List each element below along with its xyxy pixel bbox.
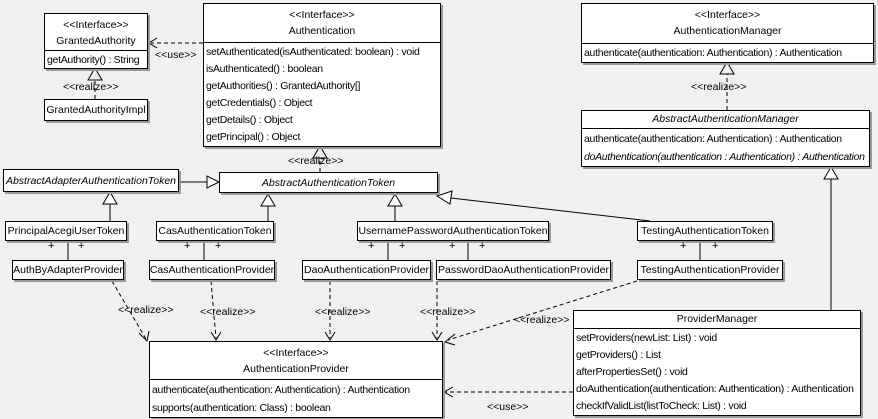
class-name: AuthenticationManager: [673, 25, 782, 37]
method: setAuthenticated(isAuthenticated: boolea…: [206, 46, 420, 58]
class-provider-manager: ProviderManager setProviders(newList: Li…: [573, 310, 861, 416]
realize-label: <<realize>>: [691, 81, 747, 93]
method: afterPropertiesSet() : void: [576, 366, 688, 378]
class-testing-authentication-token: TestingAuthenticationToken: [637, 221, 773, 241]
realize-label: <<realize>>: [118, 304, 174, 316]
multiplicity-plus: +: [184, 240, 191, 252]
edge-gen-usernamepassword-token: [387, 193, 403, 221]
class-cas-authentication-provider: CasAuthenticationProvider: [149, 260, 275, 280]
realize-label: <<realize>>: [315, 306, 371, 318]
realize-label: <<realize>>: [514, 314, 570, 326]
class-granted-authority: <<Interface>> GrantedAuthority getAuthor…: [44, 13, 148, 69]
class-principal-acegi-user-token: PrincipalAcegiUserToken: [5, 221, 127, 241]
class-username-password-authentication-token: UsernamePasswordAuthenticationToken: [357, 221, 549, 241]
class-name: ProviderManager: [676, 313, 758, 325]
class-name: UsernamePasswordAuthenticationToken: [358, 225, 548, 237]
edge-gen-principal-token: [102, 191, 118, 221]
edge-realize-testingauthenticationprovider: [443, 280, 638, 346]
class-granted-authority-impl: GrantedAuthorityImpl: [44, 99, 148, 121]
method: checkIfValidList(listToCheck: List) : vo…: [576, 400, 747, 412]
stereotype: <<Interface>>: [263, 347, 329, 359]
edge-realize-daoauthenticationprovider: [324, 281, 336, 341]
class-name: TestingAuthenticationProvider: [640, 264, 780, 276]
edge-realize-passworddaoauthenticationprovider: [431, 281, 443, 341]
realize-label: <<realize>>: [63, 81, 119, 93]
class-name: CasAuthenticationToken: [158, 225, 272, 237]
class-name: AbstractAdapterAuthenticationToken: [5, 174, 177, 187]
class-authentication: <<Interface>> Authentication setAuthenti…: [203, 3, 441, 147]
class-abstract-authentication-manager: AbstractAuthenticationManager authentica…: [581, 110, 870, 167]
method: doAuthentication(authentication : Authen…: [584, 151, 865, 163]
method: doAuthentication(authentication: Authent…: [576, 383, 854, 395]
use-label: <<use>>: [487, 401, 529, 413]
stereotype: <<Interface>>: [289, 9, 355, 21]
class-abstract-authentication-token: AbstractAuthenticationToken: [219, 172, 438, 193]
edge-realize-casauthenticationprovider: [210, 280, 222, 341]
method: getAuthority() : String: [47, 54, 140, 66]
class-name: PasswordDaoAuthenticationProvider: [437, 264, 609, 276]
multiplicity-plus: +: [712, 240, 719, 252]
edge-realize-grantedauthorityimpl: [87, 67, 103, 99]
multiplicity-plus: +: [399, 240, 406, 252]
stereotype: <<Interface>>: [694, 9, 761, 21]
edge-gen-adapter-token: [179, 175, 221, 189]
method: getPrincipal() : Object: [206, 131, 301, 143]
method: getProviders() : List: [576, 349, 661, 361]
multiplicity-plus: +: [78, 240, 85, 252]
multiplicity-plus: +: [449, 240, 456, 252]
method: authenticate(authentication: Authenticat…: [152, 384, 410, 396]
edge-gen-providermanager: [823, 166, 839, 310]
use-label: <<use>>: [155, 49, 197, 61]
edge-realize-authbyadapterprovider: [111, 280, 150, 343]
multiplicity-plus: +: [48, 240, 55, 252]
class-name: GrantedAuthority: [56, 35, 136, 47]
class-name: AuthByAdapterProvider: [13, 264, 123, 276]
class-name: AbstractAuthenticationToken: [261, 176, 396, 189]
class-name: TestingAuthenticationToken: [641, 225, 769, 237]
multiplicity-plus: +: [368, 240, 375, 252]
method: getDetails() : Object: [206, 114, 293, 126]
class-authentication-manager: <<Interface>> AuthenticationManager auth…: [581, 3, 874, 63]
realize-label: <<realize>>: [200, 306, 256, 318]
class-name: AuthenticationProvider: [243, 363, 349, 375]
method: authenticate(authentication: Authenticat…: [584, 47, 842, 59]
class-name: Authentication: [288, 25, 356, 37]
method: isAuthenticated() : boolean: [206, 63, 323, 75]
class-cas-authentication-token: CasAuthenticationToken: [156, 221, 274, 241]
edge-use-authentication-grantedauthority: [148, 37, 203, 49]
method: supports(authentication: Class) : boolea…: [152, 402, 331, 414]
realize-label: <<realize>>: [288, 155, 344, 167]
multiplicity-plus: +: [215, 240, 222, 252]
class-testing-authentication-provider: TestingAuthenticationProvider: [637, 260, 783, 280]
method: getAuthorities() : GrantedAuthority[]: [206, 80, 361, 92]
class-authentication-provider: <<Interface>> AuthenticationProvider aut…: [149, 341, 443, 418]
stereotype: <<Interface>>: [63, 19, 129, 31]
method: setProviders(newList: List) : void: [576, 332, 717, 344]
class-name: PrincipalAcegiUserToken: [7, 225, 125, 237]
multiplicity-plus: +: [479, 240, 486, 252]
edge-gen-testing-token: [435, 190, 651, 222]
method: authenticate(authentication: Authenticat…: [584, 133, 842, 145]
method: getCredentials() : Object: [206, 97, 313, 109]
realize-label: <<realize>>: [420, 306, 476, 318]
edge-realize-abstractauthenticationtoken: [312, 145, 328, 172]
class-name: AbstractAuthenticationManager: [652, 113, 799, 125]
class-name: CasAuthenticationProvider: [149, 264, 275, 276]
class-name: DaoAuthenticationProvider: [304, 264, 429, 276]
edge-use-providermanager-authenticationprovider: [442, 386, 573, 398]
edge-gen-cas-token: [260, 193, 276, 221]
class-dao-authentication-provider: DaoAuthenticationProvider: [302, 260, 431, 280]
class-abstract-adapter-authentication-token: AbstractAdapterAuthenticationToken: [3, 169, 179, 192]
class-name: GrantedAuthorityImpl: [46, 104, 146, 116]
edge-realize-abstractauthenticationmanager: [719, 61, 735, 110]
multiplicity-plus: +: [680, 240, 687, 252]
class-auth-by-adapter-provider: AuthByAdapterProvider: [12, 260, 124, 280]
class-password-dao-authentication-provider: PasswordDaoAuthenticationProvider: [436, 260, 611, 280]
